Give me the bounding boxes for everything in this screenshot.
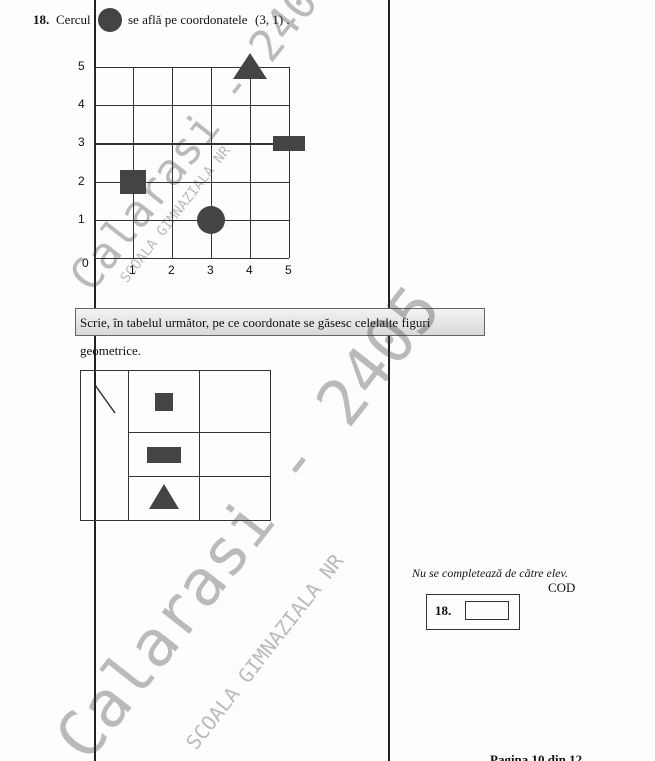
triangle-icon bbox=[149, 484, 179, 509]
circle-shape bbox=[197, 205, 225, 234]
question-coords: (3, 1) . bbox=[255, 12, 290, 27]
grid-line-vertical bbox=[94, 67, 96, 258]
score-field[interactable] bbox=[465, 601, 509, 620]
x-tick-label: 1 bbox=[129, 263, 136, 277]
table-row bbox=[81, 432, 271, 477]
grid-line-horizontal bbox=[94, 67, 289, 69]
square-shape bbox=[120, 169, 146, 194]
grid-line-vertical bbox=[289, 67, 291, 258]
grid-line-vertical bbox=[133, 67, 135, 258]
grid-line-vertical bbox=[211, 67, 213, 258]
square-icon bbox=[155, 392, 173, 411]
question-text-after: se află pe coordonatele bbox=[128, 12, 248, 27]
rectangle-icon bbox=[147, 446, 181, 463]
grid-line-vertical bbox=[250, 67, 252, 258]
grading-item: 18. bbox=[435, 603, 452, 618]
y-tick-label: 2 bbox=[78, 173, 85, 188]
x-tick-label: 4 bbox=[246, 263, 253, 277]
instruction-text: Scrie, în tabelul următor, pe ce coordon… bbox=[75, 308, 485, 358]
y-tick-label: 5 bbox=[78, 59, 85, 73]
scan-line bbox=[388, 0, 390, 761]
grading-note: Nu se completează de către elev. bbox=[412, 566, 568, 580]
triangle-shape bbox=[233, 53, 267, 79]
y-tick-label: 4 bbox=[78, 97, 85, 112]
answer-cell[interactable] bbox=[199, 476, 271, 521]
shape-cell bbox=[128, 476, 200, 521]
grid-line-horizontal bbox=[94, 258, 289, 260]
table-row bbox=[80, 370, 271, 521]
table-row bbox=[81, 476, 271, 521]
x-tick-label: 3 bbox=[207, 263, 214, 277]
x-tick-label: 5 bbox=[285, 263, 292, 277]
shape-cell bbox=[128, 370, 200, 433]
grid-line-horizontal bbox=[94, 105, 289, 107]
grid-line-vertical bbox=[172, 67, 174, 258]
grading-box: 18. bbox=[426, 594, 520, 630]
question-number: 18. bbox=[33, 12, 50, 27]
origin-label: 0 bbox=[82, 256, 89, 270]
answer-table bbox=[80, 370, 271, 521]
grid-line-horizontal bbox=[94, 143, 289, 145]
cod-label: COD bbox=[548, 580, 576, 595]
x-tick-label: 2 bbox=[168, 263, 175, 277]
grid-line-horizontal bbox=[94, 219, 289, 221]
y-tick-label: 1 bbox=[78, 211, 85, 226]
diagonal-cell bbox=[80, 370, 129, 521]
grid-line-horizontal bbox=[94, 181, 289, 183]
question-text-before: Cercul bbox=[56, 12, 91, 27]
circle-icon bbox=[98, 8, 122, 32]
page-footer: Pagina 10 din 12 bbox=[490, 752, 583, 761]
y-tick-label: 3 bbox=[78, 135, 85, 150]
rectangle-shape bbox=[273, 136, 305, 152]
answer-cell[interactable] bbox=[199, 370, 271, 433]
shape-cell bbox=[128, 432, 200, 477]
